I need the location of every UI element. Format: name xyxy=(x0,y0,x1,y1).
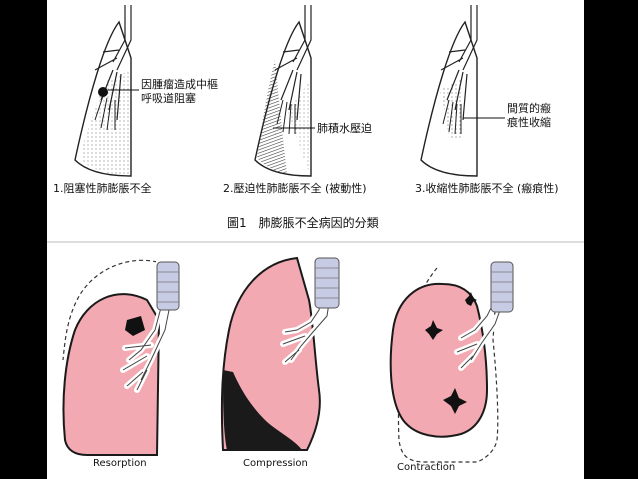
annotation-1-line-2: 呼吸道阻塞 xyxy=(141,91,196,105)
annotation-1-line-1: 因腫瘤造成中樞 xyxy=(141,77,218,91)
contraction-lung xyxy=(389,261,514,463)
caption-3: 3.收縮性肺膨脹不全 (瘢痕性) xyxy=(415,181,559,195)
atelectasis-diagram: 因腫瘤造成中樞 呼吸道阻塞 肺積水壓迫 間質的瘢 痕性收縮 1.阻塞性肺膨脹不全… xyxy=(47,5,584,473)
top-lung-1 xyxy=(74,5,139,177)
scar-mark-1 xyxy=(443,388,467,414)
figure-panel: 因腫瘤造成中樞 呼吸道阻塞 肺積水壓迫 間質的瘢 痕性收縮 1.阻塞性肺膨脹不全… xyxy=(47,0,584,479)
annotation-3-line-1: 間質的瘢 xyxy=(507,101,551,115)
caption-1: 1.阻塞性肺膨脹不全 xyxy=(53,181,152,195)
label-resorption: Resorption xyxy=(93,458,147,469)
annotation-3-line-2: 痕性收縮 xyxy=(507,115,551,129)
tumor-dot xyxy=(98,87,108,97)
compression-fluid xyxy=(223,370,302,450)
top-lung-2 xyxy=(254,5,315,177)
label-contraction: Contraction xyxy=(397,462,455,473)
scar-mark-3 xyxy=(465,292,477,306)
scar-mark-2 xyxy=(425,320,443,340)
caption-2: 2.壓迫性肺膨脹不全 (被動性) xyxy=(223,181,367,195)
resorption-lung xyxy=(62,259,180,456)
label-compression: Compression xyxy=(243,458,308,469)
resorption-blockage xyxy=(125,316,145,336)
top-lung-3 xyxy=(420,5,505,177)
annotation-2: 肺積水壓迫 xyxy=(317,121,372,135)
compression-lung xyxy=(220,256,340,451)
figure-title: 圖1 肺膨脹不全病因的分類 xyxy=(227,215,379,230)
